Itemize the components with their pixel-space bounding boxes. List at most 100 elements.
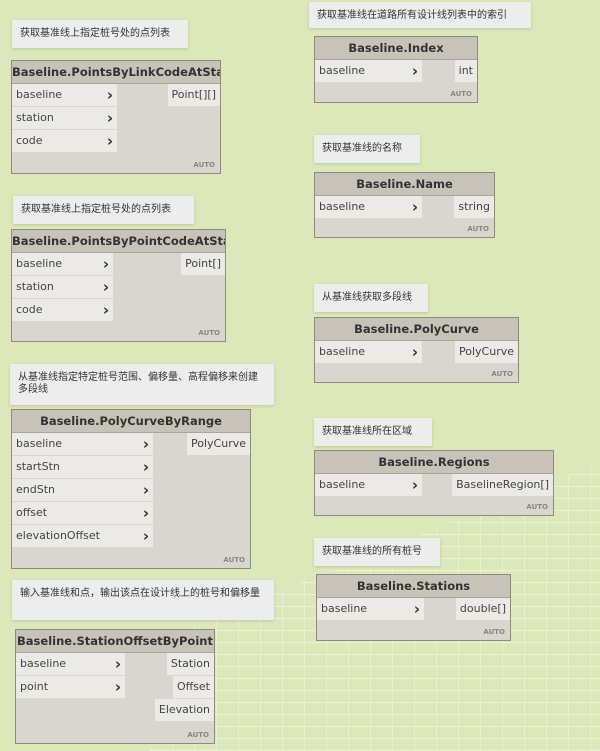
input-port-baseline[interactable]: baseline › (315, 341, 422, 363)
note[interactable]: 获取基准线上指定桩号处的点列表 (12, 20, 188, 48)
chevron-right-icon: › (142, 435, 149, 453)
node-baseline-stations[interactable]: Baseline.Stations baseline › double[] AUTO (316, 574, 511, 641)
port-label: baseline (319, 345, 366, 358)
port-label: baseline (16, 88, 63, 101)
output-port-baselineregion[interactable]: BaselineRegion[] (452, 474, 553, 496)
port-label: point (20, 680, 49, 693)
note[interactable]: 从基准线指定特定桩号范围、偏移量、高程偏移来创建多段线 (10, 364, 274, 405)
lacing-label[interactable]: AUTO (526, 503, 548, 511)
input-port-elevationOffset[interactable]: elevationOffset› (12, 525, 153, 547)
chevron-right-icon: › (106, 109, 113, 127)
chevron-right-icon: › (411, 198, 418, 216)
note[interactable]: 获取基准线的所有桩号 (314, 538, 440, 566)
output-port-double[interactable]: double[] (455, 598, 510, 620)
node-title[interactable]: Baseline.Regions (315, 451, 553, 474)
node-title[interactable]: Baseline.StationOffsetByPoint (16, 630, 214, 653)
note[interactable]: 从基准线获取多段线 (314, 284, 428, 312)
input-port-station[interactable]: station › (12, 107, 117, 129)
port-label: baseline (319, 478, 366, 491)
output-port-station[interactable]: Station (166, 653, 214, 675)
chevron-right-icon: › (411, 343, 418, 361)
chevron-right-icon: › (411, 476, 418, 494)
node-baseline-pointsbylinkcodeatstation[interactable]: Baseline.PointsByLinkCodeAtStationbaseli… (11, 60, 221, 174)
input-port-code[interactable]: code › (12, 299, 113, 321)
chevron-right-icon: › (142, 481, 149, 499)
output-port-string[interactable]: string (454, 196, 494, 218)
chevron-right-icon: › (102, 255, 109, 273)
port-label: code (16, 303, 43, 316)
chevron-right-icon: › (106, 86, 113, 104)
lacing-label[interactable]: AUTO (223, 556, 245, 564)
port-label: baseline (321, 602, 368, 615)
chevron-right-icon: › (102, 301, 109, 319)
node-title[interactable]: Baseline.PointsByPointCodeAtStation (12, 230, 225, 253)
port-label: station (16, 111, 54, 124)
output-port-int[interactable]: int (454, 60, 477, 82)
output-port-offset[interactable]: Offset (172, 676, 214, 698)
port-label: baseline (319, 200, 366, 213)
lacing-label[interactable]: AUTO (198, 329, 220, 337)
chevron-right-icon: › (106, 132, 113, 150)
node-title[interactable]: Baseline.PointsByLinkCodeAtStation (12, 61, 220, 84)
input-port-offset[interactable]: offset › (12, 502, 153, 524)
node-title[interactable]: Baseline.PolyCurveByRange (12, 410, 250, 433)
input-port-baseline[interactable]: baseline › (16, 653, 125, 675)
port-label: endStn (16, 483, 55, 496)
port-label: baseline (16, 437, 63, 450)
chevron-right-icon: › (114, 678, 121, 696)
port-label: elevationOffset (16, 529, 100, 542)
port-label: baseline (20, 657, 67, 670)
port-label: startStn (16, 460, 60, 473)
chevron-right-icon: › (142, 458, 149, 476)
chevron-right-icon: › (411, 62, 418, 80)
note[interactable]: 获取基准线的名称 (314, 135, 420, 163)
output-port-elevation[interactable]: Elevation (154, 699, 214, 721)
input-port-baseline[interactable]: baseline › (315, 196, 422, 218)
note[interactable]: 获取基准线在道路所有设计线列表中的索引 (309, 2, 531, 28)
note[interactable]: 输入基准线和点，输出该点在设计线上的桩号和偏移量 (12, 580, 274, 620)
input-port-baseline[interactable]: baseline › (315, 60, 422, 82)
input-port-code[interactable]: code › (12, 130, 117, 152)
input-port-baseline[interactable]: baseline › (12, 253, 113, 275)
output-port-point[interactable]: Point[] (181, 253, 225, 275)
node-title[interactable]: Baseline.Stations (317, 575, 510, 598)
chevron-right-icon: › (114, 655, 121, 673)
port-label: code (16, 134, 43, 147)
port-label: station (16, 280, 54, 293)
output-port-point[interactable]: Point[][] (167, 84, 220, 106)
input-port-startStn[interactable]: startStn › (12, 456, 153, 478)
input-port-endStn[interactable]: endStn › (12, 479, 153, 501)
input-port-baseline[interactable]: baseline › (317, 598, 424, 620)
output-port-polycurve[interactable]: PolyCurve (455, 341, 518, 363)
input-port-station[interactable]: station › (12, 276, 113, 298)
note[interactable]: 获取基准线所在区域 (314, 418, 432, 446)
node-title[interactable]: Baseline.Index (315, 37, 477, 60)
port-label: baseline (16, 257, 63, 270)
lacing-label[interactable]: AUTO (193, 161, 215, 169)
node-baseline-regions[interactable]: Baseline.Regions baseline › BaselineRegion[… (314, 450, 554, 516)
chevron-right-icon: › (102, 278, 109, 296)
input-port-baseline[interactable]: baseline › (12, 84, 117, 106)
lacing-label[interactable]: AUTO (187, 731, 209, 739)
node-title[interactable]: Baseline.PolyCurve (315, 318, 518, 341)
lacing-label[interactable]: AUTO (467, 225, 489, 233)
lacing-label[interactable]: AUTO (450, 90, 472, 98)
input-port-point[interactable]: point › (16, 676, 125, 698)
input-port-baseline[interactable]: baseline › (12, 433, 153, 455)
note[interactable]: 获取基准线上指定桩号处的点列表 (13, 196, 194, 224)
node-title[interactable]: Baseline.Name (315, 173, 494, 196)
chevron-right-icon: › (413, 600, 420, 618)
port-label: baseline (319, 64, 366, 77)
output-port-polycurve[interactable]: PolyCurve (187, 433, 250, 455)
lacing-label[interactable]: AUTO (491, 370, 513, 378)
node-baseline-pointsbypointcodeatstation[interactable]: Baseline.PointsByPointCodeAtStationbasel… (11, 229, 226, 342)
port-label: offset (16, 506, 48, 519)
input-port-baseline[interactable]: baseline › (315, 474, 422, 496)
lacing-label[interactable]: AUTO (483, 628, 505, 636)
chevron-right-icon: › (142, 504, 149, 522)
